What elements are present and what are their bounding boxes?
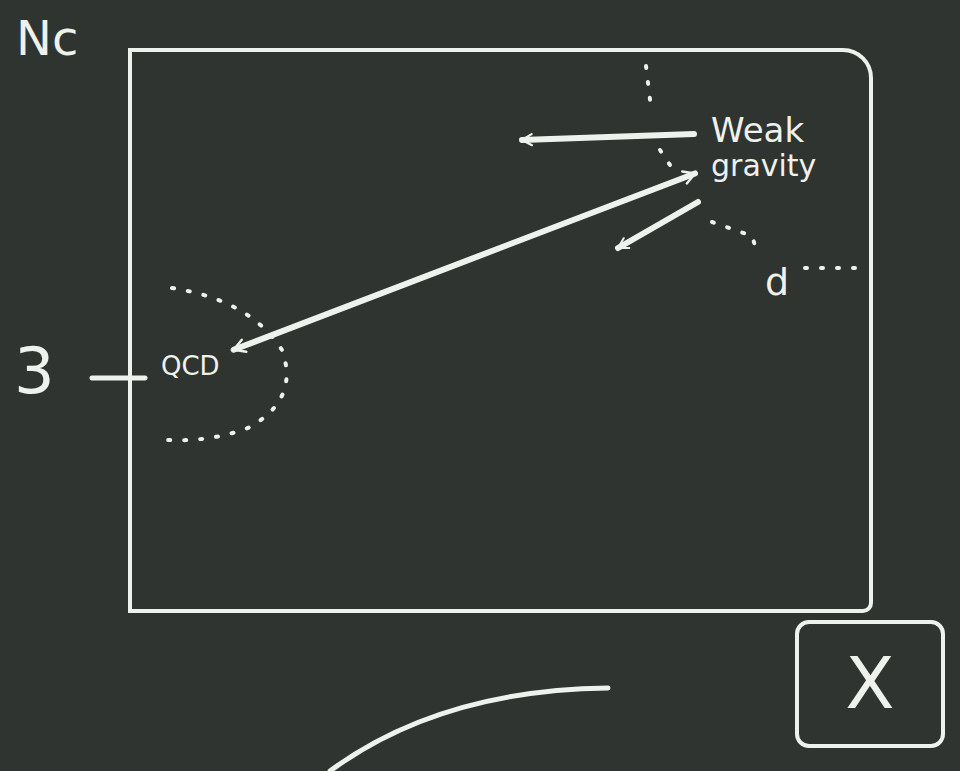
region-name: QCD [161,352,220,381]
direction-arrow [522,134,694,140]
region-name: gravity [711,149,816,182]
box-letter: X [845,644,894,723]
chalk-curve [330,688,608,771]
dotted-boundary [712,222,758,255]
plot-frame: NcQCDWeakgravity [128,48,873,613]
chalk-letter: d [765,262,789,304]
region-label: QCD [155,348,226,385]
axis-value: 3 [14,336,55,406]
dotted-boundary [646,66,651,108]
axis-title: Nc [16,12,78,65]
region-name: Weak [711,112,816,149]
axis-tick [92,376,145,381]
double-arrow [234,173,695,349]
direction-arrow [618,202,698,248]
dotted-boundary [805,266,862,270]
letter-box: X [795,620,945,748]
region-label: Weakgravity [705,108,822,186]
dotted-boundary [660,150,672,168]
